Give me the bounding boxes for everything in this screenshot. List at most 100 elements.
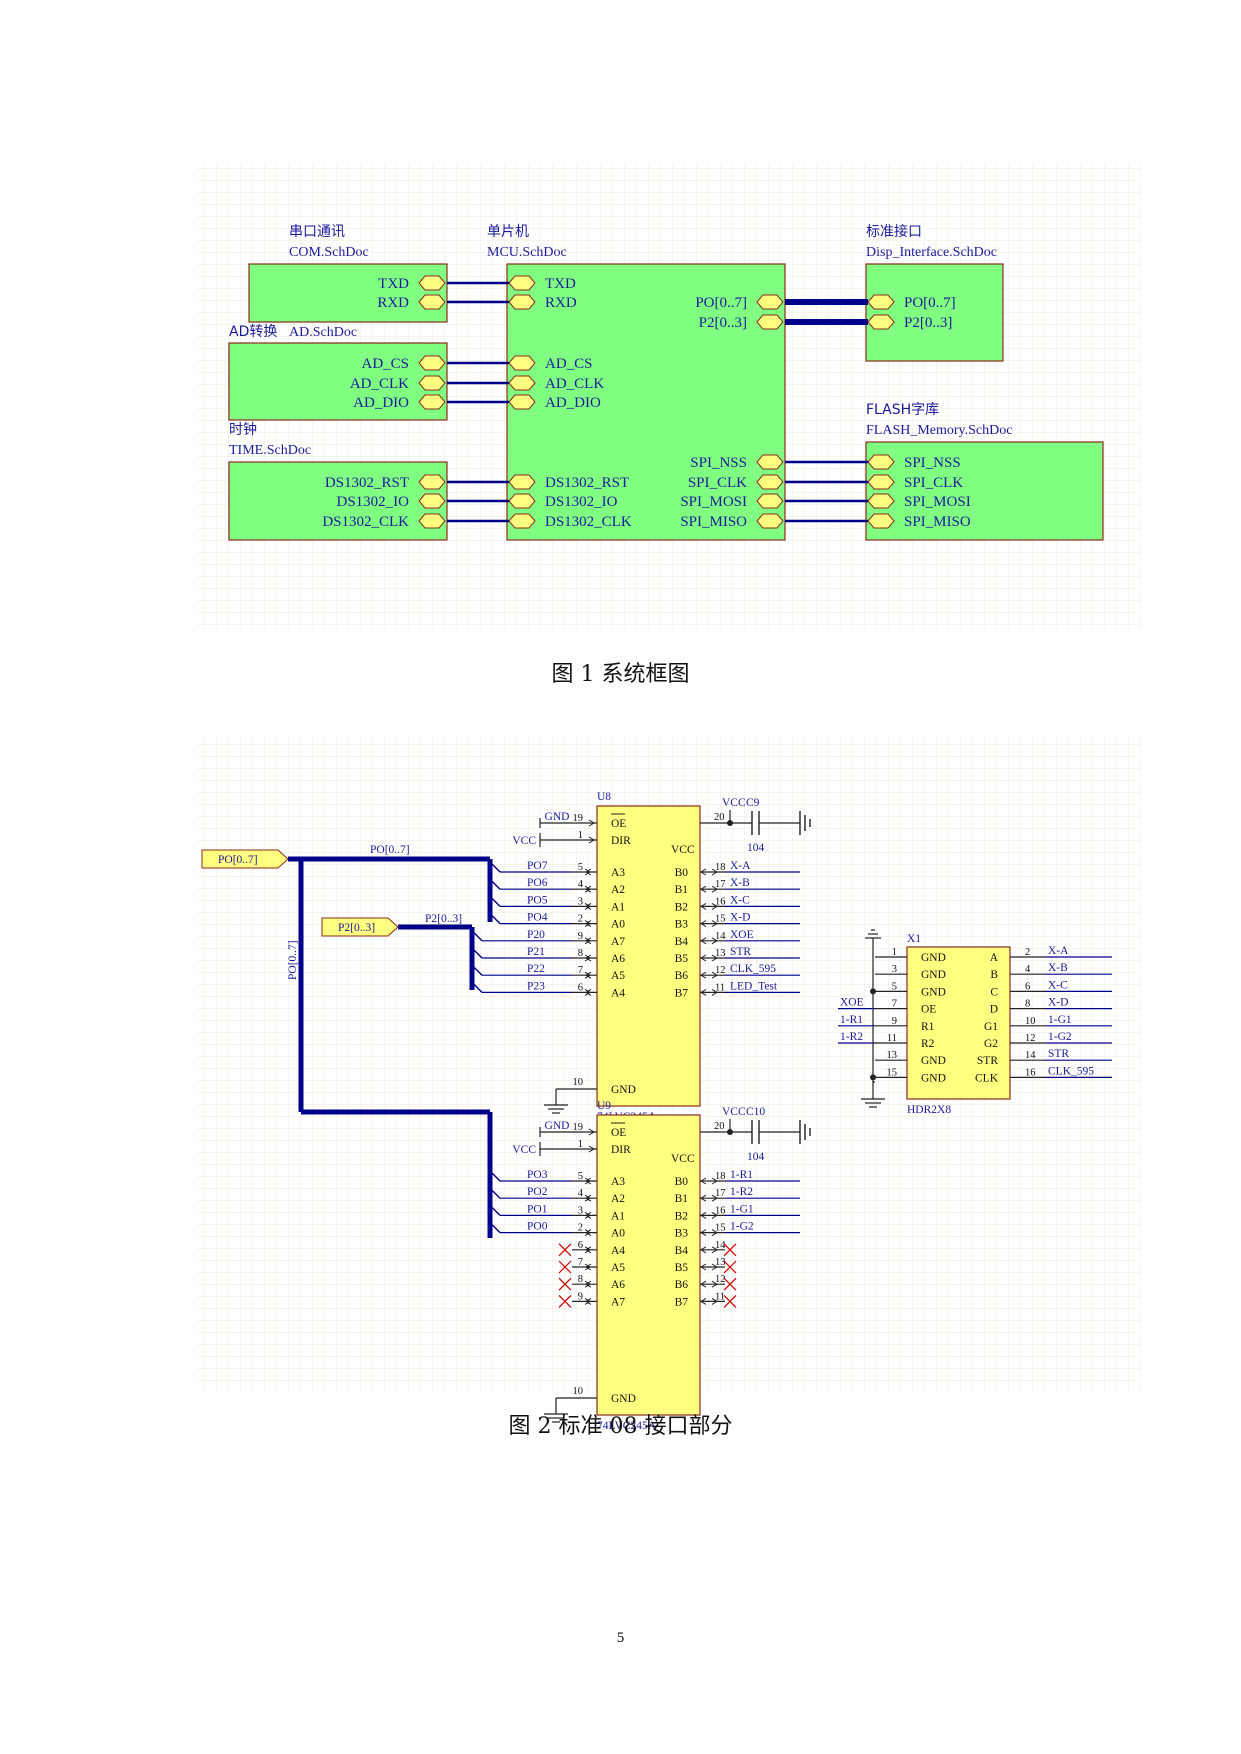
pin-arrow <box>584 971 591 979</box>
bus-entry <box>489 1222 501 1234</box>
pin-arrow <box>584 885 591 893</box>
u8-pin-name: A6 <box>611 953 625 965</box>
pin-arrow <box>584 1246 591 1254</box>
pin-arrow <box>700 1297 707 1305</box>
x1-pin-num: 6 <box>1025 981 1030 992</box>
pin-arrow <box>584 1280 591 1288</box>
port-mcu-P2[0..3] <box>756 314 784 330</box>
u8-pin-name: A4 <box>611 987 625 999</box>
x1-pin-num: 10 <box>1025 1016 1036 1027</box>
u9-vcc-label: VCC <box>722 1106 746 1118</box>
port-label-mcu: SPI_MISO <box>680 514 747 530</box>
u9-pin-num: 9 <box>578 1291 583 1302</box>
pin-arrow <box>585 868 592 876</box>
pin-arrow <box>585 1246 592 1254</box>
sheet-block-ad <box>228 342 448 421</box>
x1-pin-name: GND <box>921 969 946 981</box>
sheet-block-com <box>248 263 448 323</box>
u8-pin-name: A5 <box>611 970 625 982</box>
u9-pin-num: 8 <box>578 1274 583 1285</box>
u9-pin-num: 4 <box>578 1188 584 1199</box>
port-mcu-SPI_MOSI <box>756 493 784 509</box>
pin-arrow <box>585 1263 592 1271</box>
u9-net-label: PO1 <box>527 1203 548 1215</box>
u9-pin-name: A1 <box>611 1210 625 1222</box>
u9-pin-name: DIR <box>611 1144 631 1156</box>
u9-pin-name: A4 <box>611 1245 625 1257</box>
x1-pin-name: OE <box>921 1004 936 1016</box>
u8-pin-num: 19 <box>573 813 584 824</box>
pin-arrow <box>700 1211 707 1219</box>
pin-arrow <box>585 1229 592 1237</box>
u8-pin-num: 13 <box>715 948 726 959</box>
u9-pin-num: 16 <box>715 1205 726 1216</box>
x1-ref: X1 <box>907 933 921 945</box>
port-mcu-TXD <box>508 275 536 291</box>
bus-entry <box>471 964 483 976</box>
u8-net-label: X-A <box>730 860 751 872</box>
u9-pin-num: 2 <box>578 1223 583 1234</box>
pin-arrow <box>585 1280 592 1288</box>
u9-vcc-num: 20 <box>714 1121 725 1132</box>
sheet-title-mcu: 单片机 <box>487 224 529 240</box>
port-label-com: RXD <box>377 295 409 311</box>
u9-pin-name: B0 <box>675 1176 689 1188</box>
u8-net-label: XOE <box>730 929 754 941</box>
pin-arrow <box>711 937 718 945</box>
u8-pin-name: A0 <box>611 919 625 931</box>
pin-arrow <box>584 1263 591 1271</box>
x1-pin-name: C <box>990 986 998 998</box>
page-number: 5 <box>616 1630 625 1646</box>
x1-pin-num: 11 <box>887 1033 897 1044</box>
u8-pin-num: 11 <box>715 982 725 993</box>
u8-pin-num: 4 <box>578 879 584 890</box>
pin-arrow <box>711 971 718 979</box>
pin-arrow <box>711 902 718 910</box>
u9-net-label: PO0 <box>527 1221 548 1233</box>
port-mcu-DS1302_CLK <box>508 513 536 529</box>
sheet-title-disp: 标准接口 <box>866 223 922 240</box>
pin-arrow <box>585 1177 592 1185</box>
pin-arrow <box>700 1263 707 1271</box>
pin-arrow <box>711 1229 718 1237</box>
port-flash-SPI_CLK <box>867 474 895 490</box>
pin-arrow <box>700 988 707 996</box>
u9-pin-name: A6 <box>611 1279 625 1291</box>
sheet-block-time <box>228 461 448 541</box>
pin-arrow <box>588 1145 595 1153</box>
u9-pin-num: 1 <box>578 1139 583 1150</box>
pin-arrow <box>700 1229 707 1237</box>
u8-net-oe: GND <box>545 811 570 823</box>
pin-arrow <box>585 1297 592 1305</box>
x1-net-label: X-C <box>1048 979 1068 991</box>
u8-pin-name: B7 <box>675 987 689 999</box>
port-ad-AD_CS <box>418 355 446 371</box>
u8-pin-num: 14 <box>715 931 726 942</box>
u8-ref: U8 <box>597 791 611 803</box>
u9-pin-num: 17 <box>715 1188 726 1199</box>
pin-arrow <box>584 1229 591 1237</box>
port-p0-label: PO[0..7] <box>218 854 258 866</box>
u8-pin-name: B6 <box>675 970 689 982</box>
x1-pin-name: STR <box>977 1055 998 1067</box>
x1-pin-name: CLK <box>975 1072 999 1084</box>
port-label-time: DS1302_RST <box>325 475 409 491</box>
u9-net-label: 1-R1 <box>730 1169 753 1181</box>
no-connect-mark <box>723 1260 737 1274</box>
u8-pin-num: 3 <box>578 896 583 907</box>
port-label-flash: SPI_CLK <box>904 475 963 491</box>
pin-arrow <box>585 971 592 979</box>
port-flash-SPI_MISO <box>867 513 895 529</box>
pin-arrow <box>711 1246 718 1254</box>
u8-pin-num: 5 <box>578 862 583 873</box>
figure1-caption: 图 1 系统框图 <box>551 662 690 687</box>
u8-pin-name: B2 <box>675 901 689 913</box>
pin-arrow <box>584 937 591 945</box>
u9-pin-name: B7 <box>675 1296 689 1308</box>
no-connect-mark <box>723 1294 737 1308</box>
pin-arrow <box>711 1194 718 1202</box>
x1-junction <box>870 988 876 995</box>
port-label-mcu: RXD <box>545 295 577 311</box>
pin-arrow <box>584 868 591 876</box>
